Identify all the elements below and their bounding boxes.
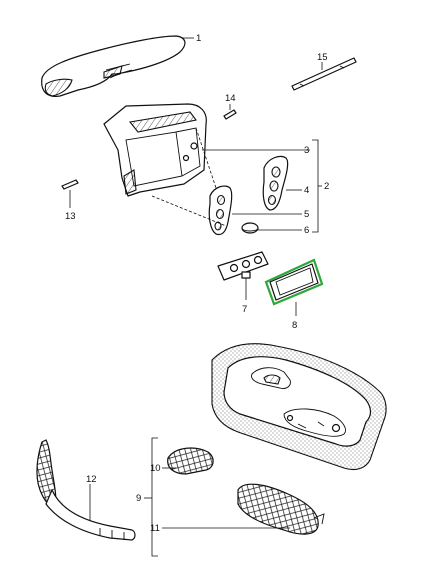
callout-6: 6	[304, 225, 309, 236]
part-armrest-cover	[41, 35, 186, 97]
callout-2: 2	[324, 181, 329, 192]
part-switch-panel	[217, 251, 269, 281]
part-pin-14	[223, 109, 237, 120]
callout-15: 15	[317, 52, 328, 63]
part-console-housing	[103, 103, 207, 197]
callout-4: 4	[304, 185, 309, 196]
callout-1: 1	[196, 33, 201, 44]
part-knob	[241, 222, 259, 234]
callout-5: 5	[304, 209, 309, 220]
part-armrest-strip	[36, 439, 136, 541]
callout-9: 9	[136, 493, 141, 504]
callout-11: 11	[150, 523, 160, 534]
part-pad-11	[237, 483, 325, 535]
explode-line-a	[151, 195, 227, 227]
callout-10: 10	[150, 463, 161, 474]
part-door-panel	[211, 343, 387, 471]
callout-3: 3	[304, 145, 309, 156]
part-trim-plate-4	[262, 155, 289, 211]
callout-8: 8	[292, 320, 297, 331]
callout-14: 14	[225, 93, 236, 104]
callout-7: 7	[242, 304, 247, 315]
bracket-9	[151, 437, 158, 557]
highlight-outline	[264, 258, 324, 306]
part-pin-13	[61, 179, 79, 190]
part-frame-highlighted	[264, 258, 324, 306]
callout-13: 13	[65, 211, 76, 222]
explode-line-b	[195, 127, 217, 189]
part-pad-10	[167, 447, 214, 475]
bracket-2	[312, 139, 319, 233]
part-rod	[291, 57, 357, 91]
part-trim-plate-5	[208, 185, 233, 236]
callout-12: 12	[86, 474, 97, 485]
